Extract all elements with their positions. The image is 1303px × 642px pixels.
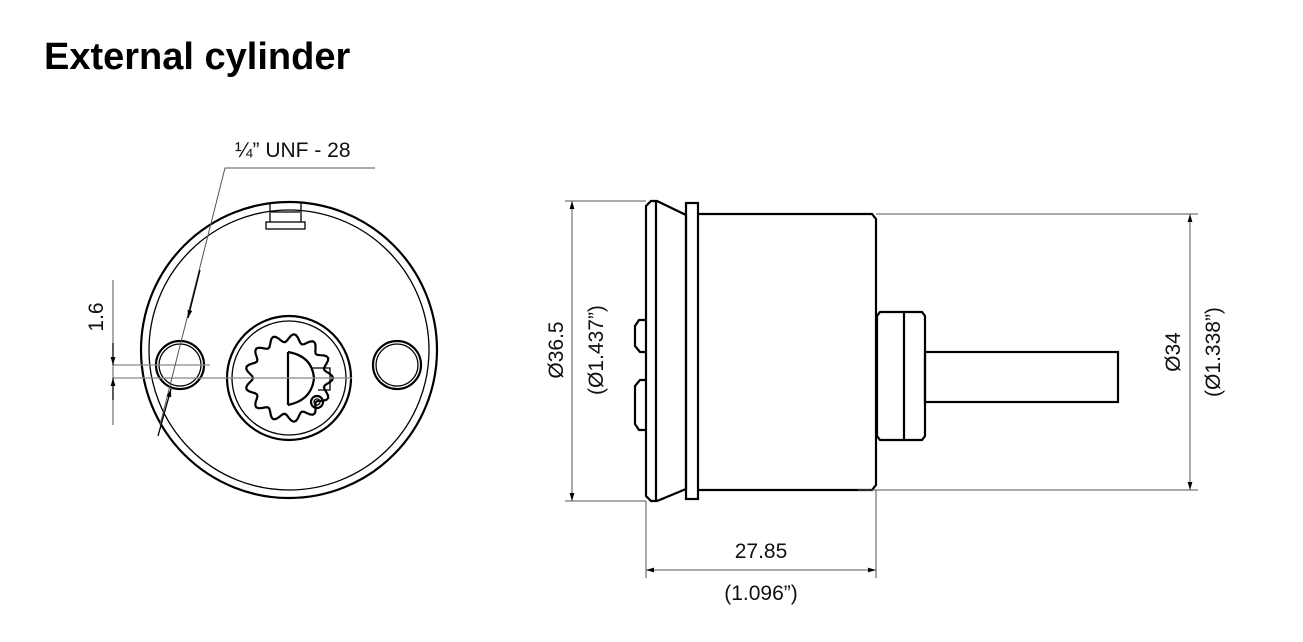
pin [309,394,325,410]
arrow [187,269,201,319]
nut-front [875,310,906,442]
thread-leader [159,167,375,426]
inner-rim [148,209,430,491]
page-title: External cylinder [44,36,351,78]
thread-label: ¼” UNF - 28 [235,139,351,162]
side-view: Ø36.5 (Ø1.437”) Ø34 (Ø1.338”) 27.85 (1.0… [545,199,1225,605]
nut-back [904,310,927,442]
flange-diameter-in: (Ø1.437”) [585,305,608,395]
flange-diameter-mm: Ø36.5 [545,321,568,378]
pin-inner [313,398,321,406]
arrow [157,388,172,437]
second-flange [684,201,700,501]
body-diameter-in: (Ø1.338”) [1202,307,1225,397]
body [698,212,878,492]
offset-dim-label: 1.6 [85,302,108,331]
right-mount-hole [371,339,423,391]
length-in: (1.096”) [724,582,798,605]
cam-notch [312,367,331,391]
length-mm: 27.85 [735,540,788,563]
outer-rim [139,200,439,500]
body-diameter-mm: Ø34 [1162,332,1185,372]
front-flange [644,199,688,503]
flange-tab [633,318,646,432]
right-mount-hole-inner [375,343,419,387]
front-view: 1.6 ¼” UNF - 28 [85,139,439,500]
top-tab [265,203,306,230]
shaft [923,350,1120,404]
